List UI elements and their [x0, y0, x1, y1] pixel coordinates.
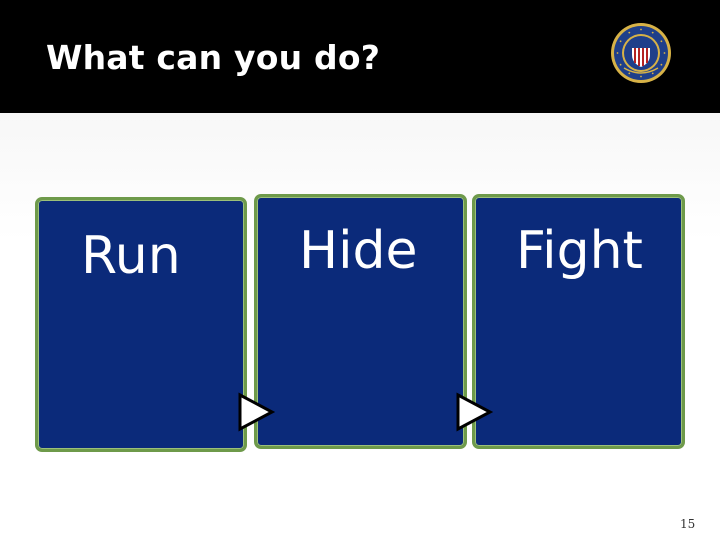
step-label-fight: Fight: [516, 221, 643, 281]
step-box-run: Run: [35, 197, 247, 452]
step-label-run: Run: [81, 226, 181, 286]
header-bar: What can you do?: [0, 0, 720, 113]
fbi-seal-icon: [611, 23, 671, 83]
play-arrow-icon: [238, 392, 276, 432]
page-number: 15: [680, 517, 696, 531]
step-box-hide: Hide: [254, 194, 467, 449]
step-label-hide: Hide: [299, 221, 418, 281]
play-arrow-icon: [456, 392, 494, 432]
step-box-fight: Fight: [472, 194, 685, 449]
slide-title: What can you do?: [46, 38, 381, 77]
